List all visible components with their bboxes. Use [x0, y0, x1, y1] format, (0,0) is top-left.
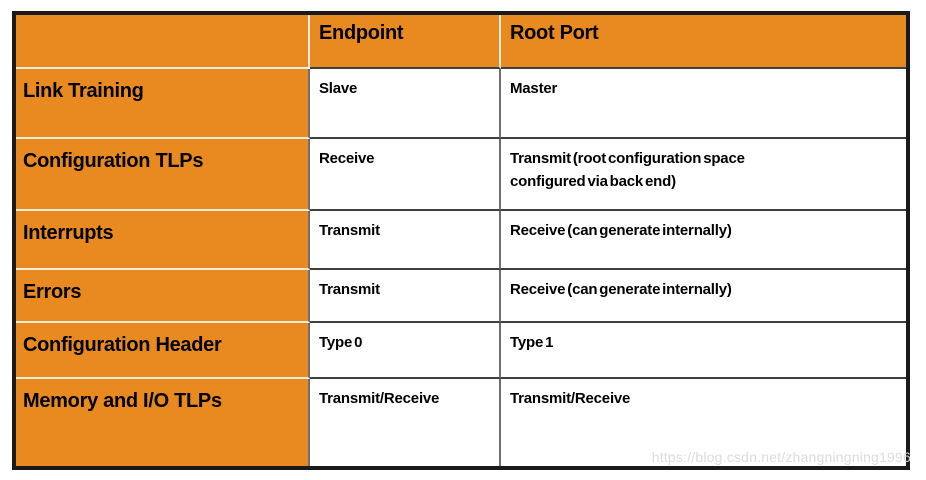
endpoint-rootport-comparison-table: Endpoint Root Port Link Training Slave M… — [12, 11, 910, 470]
header-cell-endpoint: Endpoint — [310, 15, 501, 69]
header-corner-cell — [16, 15, 310, 69]
endpoint-cell-link-training: Slave — [310, 69, 501, 139]
row-label-memory-io-tlps: Memory and I/O TLPs — [16, 379, 310, 466]
root-port-cell-configuration-tlps: Transmit (root configuration space confi… — [501, 139, 906, 211]
root-port-cell-configuration-header: Type 1 — [501, 323, 906, 379]
root-port-cell-memory-io-tlps: Transmit/Receive — [501, 379, 906, 466]
csdn-watermark-text: https://blog.csdn.net/zhangningning1996 — [651, 449, 911, 465]
root-port-cell-interrupts: Receive (can generate internally) — [501, 211, 906, 270]
header-cell-root-port: Root Port — [501, 15, 906, 69]
row-label-configuration-header: Configuration Header — [16, 323, 310, 379]
row-label-link-training: Link Training — [16, 69, 310, 139]
endpoint-cell-errors: Transmit — [310, 270, 501, 323]
row-label-interrupts: Interrupts — [16, 211, 310, 270]
endpoint-cell-configuration-header: Type 0 — [310, 323, 501, 379]
row-label-configuration-tlps: Configuration TLPs — [16, 139, 310, 211]
root-port-cell-errors: Receive (can generate internally) — [501, 270, 906, 323]
endpoint-cell-memory-io-tlps: Transmit/Receive — [310, 379, 501, 466]
endpoint-cell-interrupts: Transmit — [310, 211, 501, 270]
row-label-errors: Errors — [16, 270, 310, 323]
endpoint-cell-configuration-tlps: Receive — [310, 139, 501, 211]
root-port-cell-link-training: Master — [501, 69, 906, 139]
